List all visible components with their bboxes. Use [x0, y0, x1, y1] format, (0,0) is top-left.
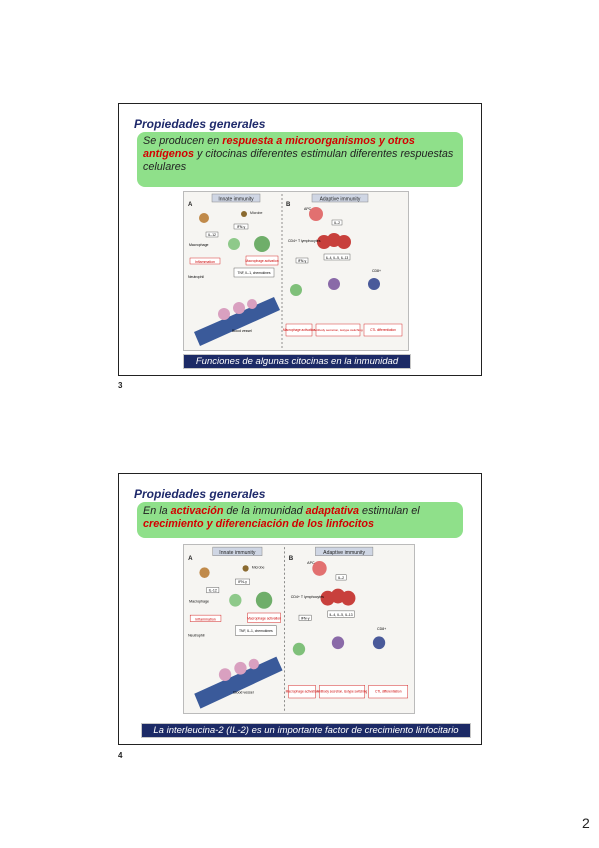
- panel-b-title: Adaptive immunity: [320, 197, 361, 203]
- label: APC: [307, 561, 315, 565]
- dendritic-cell: [199, 567, 210, 578]
- label: CTL differentiation: [370, 328, 396, 332]
- apc-cell: [309, 207, 323, 221]
- text-part: estimulan el: [359, 505, 420, 517]
- label: CD8+: [372, 269, 381, 273]
- label: Inflammation: [195, 260, 215, 264]
- highlighted-text: adaptativa: [305, 505, 360, 517]
- slide-3: Propiedades generales Se producen en res…: [118, 103, 482, 376]
- summary-box: En la activación de la inmunidad adaptat…: [137, 502, 463, 538]
- label: TNF, IL-1, chemokines: [239, 629, 273, 633]
- slide-title: Propiedades generales: [134, 487, 266, 501]
- highlighted-text: activación: [170, 505, 224, 517]
- slide-caption: Funciones de algunas citocinas en la inm…: [183, 354, 411, 369]
- highlighted-text: respuesta a microorganismos y otros antí…: [143, 135, 415, 160]
- label: Blood vessel: [232, 329, 252, 333]
- label: IFN-γ: [298, 259, 307, 263]
- label: Neutrophil: [188, 275, 204, 279]
- label: IL-4, IL-5, IL-13: [326, 256, 349, 260]
- label: APC: [304, 207, 312, 211]
- label: CD8+: [377, 627, 386, 631]
- panel-a-letter: A: [188, 555, 193, 562]
- label: Macrophage: [189, 243, 209, 247]
- label: IFN-γ: [238, 580, 247, 584]
- microbe-icon: [241, 211, 247, 217]
- label: Neutrophil: [188, 633, 204, 637]
- panel-b-title-box: [311, 193, 369, 203]
- panel-a-title-box: [212, 546, 263, 556]
- macrophage-cell: [228, 238, 240, 250]
- label: IL-4, IL-5, IL-13: [330, 613, 353, 617]
- label: Macrophage: [189, 599, 209, 603]
- label: Blood vessel: [233, 691, 253, 695]
- label: Macrophage activation: [245, 259, 278, 263]
- blood-vessel-shape: [194, 297, 280, 346]
- apc-cell: [312, 560, 327, 576]
- slide-number: 4: [118, 751, 123, 760]
- immunity-diagram: Innate immunity Adaptive immunity A B Mi…: [188, 546, 408, 713]
- macrophage-cell: [229, 593, 242, 607]
- label: IFN-γ: [237, 225, 246, 229]
- slide-number: 3: [118, 381, 123, 390]
- label: IFN-γ: [301, 616, 310, 620]
- text-part: En la: [143, 505, 171, 517]
- label: IL-2: [338, 576, 344, 580]
- label: CD4+ T lymphocytes: [288, 239, 321, 243]
- panel-b-title-box: [315, 546, 374, 556]
- label: IL-12: [209, 589, 217, 593]
- panel-a-title-box: [211, 193, 261, 203]
- label: Macrophage activation: [283, 328, 315, 332]
- label: Macrophage activation: [247, 616, 281, 620]
- label: IL-12: [208, 233, 216, 237]
- label: Antibody secretion, isotype switching: [313, 328, 362, 332]
- label: Microbe: [250, 211, 263, 215]
- activated-macrophage-cell: [254, 236, 270, 252]
- text-part: Se producen en: [143, 135, 223, 147]
- label: TNF, IL-1, chemokines: [238, 271, 271, 275]
- summary-box: Se producen en respuesta a microorganism…: [137, 132, 463, 187]
- microbe-icon: [242, 565, 249, 572]
- cytokine-figure: Innate immunity Adaptive immunity A B Mi…: [183, 544, 415, 714]
- panel-b-letter: B: [286, 202, 291, 208]
- label: IL-2: [334, 221, 340, 225]
- label: CTL differentiation: [375, 690, 402, 694]
- text-part: de la inmunidad: [223, 505, 306, 517]
- panel-a-title: Innate immunity: [218, 197, 254, 203]
- text-part: y citocinas diferentes estimulan diferen…: [143, 148, 454, 173]
- label: Microbe: [252, 565, 265, 569]
- page-number: 2: [582, 815, 590, 831]
- label: Inflammation: [195, 617, 215, 621]
- label: Macrophage activation: [286, 690, 319, 694]
- dendritic-cell: [199, 213, 209, 223]
- highlighted-text: crecimiento y diferenciación de los linf…: [143, 518, 374, 530]
- panel-b-letter: B: [289, 555, 294, 562]
- cytokine-figure: Innate immunity Adaptive immunity A B Mi…: [183, 191, 409, 351]
- activated-macrophage-cell: [255, 591, 273, 609]
- slide-title: Propiedades generales: [134, 117, 266, 131]
- immunity-diagram: Innate immunity Adaptive immunity A B Mi…: [188, 193, 403, 350]
- slide-4: Propiedades generales En la activación d…: [118, 473, 482, 745]
- panel-b-title: Adaptive immunity: [323, 550, 365, 556]
- panel-a-title: Innate immunity: [219, 550, 256, 556]
- slide-caption: La interleucina-2 (IL-2) es un important…: [141, 723, 471, 738]
- label: Antibody secretion, isotype switching: [317, 690, 367, 694]
- panel-a-letter: A: [188, 202, 193, 208]
- blood-vessel-shape: [194, 656, 283, 709]
- label: CD4+ T lymphocytes: [291, 595, 324, 599]
